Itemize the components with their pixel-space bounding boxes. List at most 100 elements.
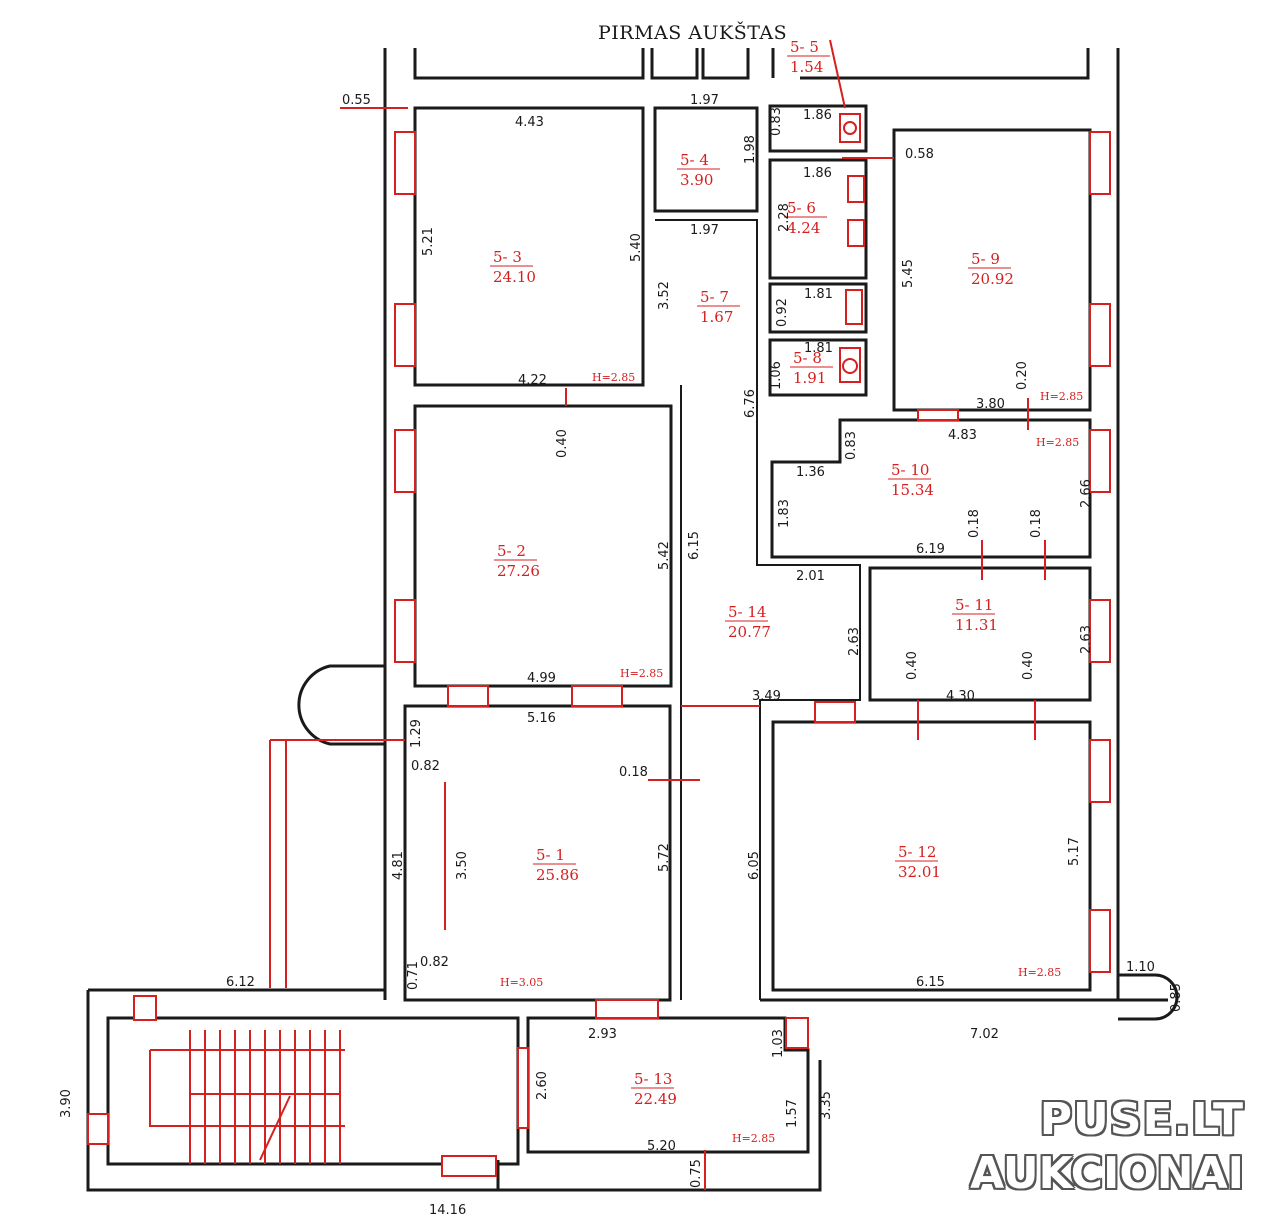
dimension-label: 1.81 [804, 287, 833, 302]
dimension-label: 0.18 [967, 509, 982, 538]
dimension-marks [269, 39, 1046, 1190]
dimension-label: 1.86 [803, 108, 832, 123]
room-id-label: 5- 9 [971, 250, 1000, 268]
room-id-label: 5- 7 [700, 288, 729, 306]
ceiling-height-label: H=2.85 [1018, 966, 1061, 979]
room-5-8-outline [768, 338, 868, 397]
room-5-12-outline [771, 720, 1092, 992]
dimension-label: 5.17 [1067, 837, 1082, 866]
dimension-label: 0.82 [420, 955, 449, 970]
staircase-outline [106, 1016, 520, 1166]
dimension-label: 0.71 [406, 961, 421, 990]
dimension-label: 3.50 [455, 851, 470, 880]
dimension-label: 2.01 [796, 569, 825, 584]
dimension-label: 0.18 [619, 765, 648, 780]
dimension-label: 5.40 [629, 233, 644, 262]
room-area-label: 20.92 [971, 270, 1014, 288]
room-id-label: 5- 8 [793, 349, 822, 367]
dimension-label: 1.29 [409, 719, 424, 748]
room-id-label: 5- 4 [680, 151, 709, 169]
watermark-line1: PUSE.LT [1039, 1094, 1244, 1145]
room-area-label: 3.90 [680, 171, 713, 189]
room-labels: 5- 125.865- 227.265- 324.105- 43.905- 51… [490, 38, 1014, 1108]
dimension-label: 0.58 [905, 147, 934, 162]
outer-walls [383, 48, 1120, 1000]
dimension-label: 2.28 [777, 203, 792, 232]
room-area-label: 11.31 [955, 616, 998, 634]
windows [87, 131, 1111, 1177]
dimension-label: 4.81 [391, 851, 406, 880]
room-id-label: 5- 3 [493, 248, 522, 266]
dimension-label: 1.97 [690, 223, 719, 238]
sanitary-fixtures [839, 113, 865, 383]
dimension-label: 0.55 [342, 93, 371, 108]
dimension-label: 6.05 [747, 851, 762, 880]
room-5-4-outline [653, 106, 759, 213]
dimension-label: 0.85 [1169, 983, 1184, 1012]
dimension-label: 3.80 [976, 397, 1005, 412]
room-id-label: 5- 10 [891, 461, 929, 479]
room-area-label: 27.26 [497, 562, 540, 580]
room-5-9-outline [892, 128, 1092, 412]
room-walls [86, 104, 1179, 1192]
room-5-3-outline [413, 106, 645, 387]
dimension-label: 0.18 [1029, 509, 1044, 538]
dimension-label: 1.06 [769, 361, 784, 390]
dimension-label: 1.36 [796, 465, 825, 480]
dimension-label: 0.20 [1015, 361, 1030, 390]
corridor-5-14-walls [655, 219, 861, 1000]
dimension-label: 7.02 [970, 1027, 999, 1042]
dimension-label: 0.40 [905, 651, 920, 680]
dimension-label: 3.52 [657, 281, 672, 310]
dimension-label: 0.75 [689, 1159, 704, 1188]
dimension-label: 6.76 [743, 389, 758, 418]
dimension-label: 0.82 [411, 759, 440, 774]
lower-outer-walls [86, 988, 1168, 1192]
dimension-label: 2.66 [1079, 479, 1094, 508]
room-area-label: 25.86 [536, 866, 579, 884]
room-area-label: 20.77 [728, 623, 771, 641]
dimension-label: 6.15 [687, 531, 702, 560]
plan-title: PIRMAS AUKŠTAS [598, 21, 787, 44]
room-5-10-outline [770, 418, 1092, 559]
room-5-7-wc-outline [768, 282, 868, 334]
dimension-label: 0.83 [769, 107, 784, 136]
room-area-label: 1.54 [790, 58, 823, 76]
dimension-label: 2.63 [847, 627, 862, 656]
dimension-label: 4.83 [948, 428, 977, 443]
dimension-label: 4.30 [946, 689, 975, 704]
room-5-6-outline [768, 158, 868, 280]
room-area-label: 32.01 [898, 863, 941, 881]
room-5-11-outline [868, 566, 1092, 702]
room-5-2-outline [413, 404, 673, 688]
dimension-label: 3.90 [59, 1089, 74, 1118]
room-id-label: 5- 13 [634, 1070, 672, 1088]
room-area-label: 22.49 [634, 1090, 677, 1108]
stairs [149, 1030, 345, 1164]
dimension-label: 5.21 [421, 227, 436, 256]
ceiling-height-label: H=2.85 [732, 1132, 775, 1145]
dimension-label: 4.22 [518, 373, 547, 388]
dimension-label: 3.35 [819, 1091, 834, 1120]
dimension-label: 0.40 [1021, 651, 1036, 680]
room-area-label: 4.24 [787, 219, 820, 237]
dimension-label: 5.42 [657, 541, 672, 570]
dimension-label: 6.15 [916, 975, 945, 990]
room-id-label: 5- 12 [898, 843, 936, 861]
ceiling-height-label: H=3.05 [500, 976, 543, 989]
room-id-label: 5- 6 [787, 199, 816, 217]
room-id-label: 5- 11 [955, 596, 993, 614]
dimension-label: 1.97 [690, 93, 719, 108]
dimension-label: 5.45 [901, 259, 916, 288]
dimension-label: 2.60 [535, 1071, 550, 1100]
dimension-label: 1.86 [803, 166, 832, 181]
room-area-label: 24.10 [493, 268, 536, 286]
room-area-label: 1.67 [700, 308, 733, 326]
room-id-label: 5- 14 [728, 603, 766, 621]
dimension-label: 0.83 [844, 431, 859, 460]
ceiling-height-label: H=2.85 [1036, 436, 1079, 449]
dimension-label: 5.20 [647, 1139, 676, 1154]
dimension-label: 0.92 [775, 298, 790, 327]
dimension-label: 2.63 [1079, 625, 1094, 654]
